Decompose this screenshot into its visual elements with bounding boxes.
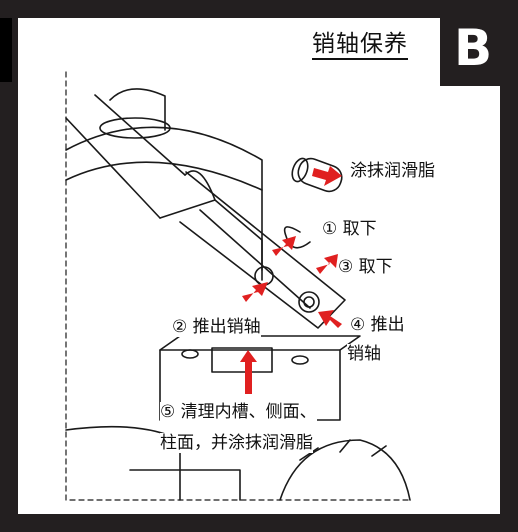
- callout-step3-remove: ③ 取下: [338, 257, 393, 277]
- instruction-panel: [18, 18, 500, 514]
- callout-step5-line2: 柱面，并涂抹润滑脂: [160, 433, 313, 453]
- callout-step2-push-pin: ② 推出销轴: [172, 317, 261, 337]
- callout-step5-line1: ⑤ 清理内槽、侧面、: [160, 402, 317, 422]
- section-badge: B: [440, 10, 506, 86]
- callout-step1-remove: ① 取下: [322, 219, 377, 239]
- callout-step4-line1: ④ 推出: [350, 315, 405, 335]
- callout-step4-line2: 销轴: [347, 344, 381, 364]
- left-edge-bar: [0, 18, 12, 82]
- page-title: 销轴保养: [312, 30, 408, 60]
- callout-grease-pin: 涂抹润滑脂: [350, 161, 435, 181]
